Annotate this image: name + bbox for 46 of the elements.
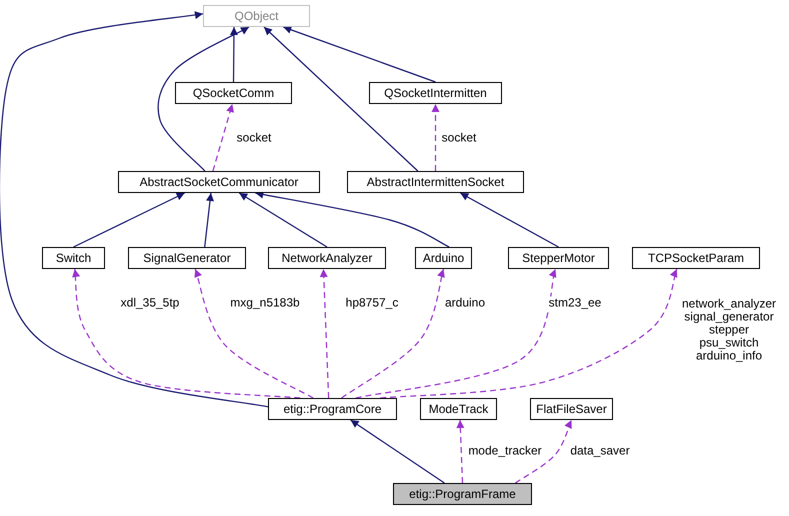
class-box: QObject — [203, 5, 310, 27]
class-box: Arduino — [415, 247, 472, 269]
class-box: ModeTrack — [420, 398, 497, 420]
dashed-arrow — [380, 268, 678, 399]
edge-label: mxg_n5183b — [229, 296, 301, 310]
edge-label: socket — [440, 132, 478, 144]
arrow — [350, 420, 445, 484]
edge-label: xdl_35_5tp — [120, 296, 180, 310]
class-box: StepperMotor — [508, 247, 609, 269]
arrow — [73, 192, 185, 248]
edge-label: stm23_ee — [548, 296, 602, 310]
dashed-arrow — [212, 104, 234, 172]
edge-label: mode_tracker — [467, 444, 543, 458]
arrow — [204, 192, 214, 248]
class-box: FlatFileSaver — [530, 398, 613, 420]
arrow — [238, 192, 328, 248]
edge-label: network_analyzer signal_generator stepper psu_switch arduino_info — [680, 298, 778, 362]
dashed-arrow — [194, 268, 314, 399]
dashed-arrow — [72, 268, 300, 399]
dashed-arrow — [456, 420, 464, 484]
dashed-arrow — [320, 268, 330, 398]
arrow — [283, 26, 436, 83]
class-box: NetworkAnalyzer — [268, 247, 386, 269]
arrow — [264, 26, 418, 172]
arrow — [255, 190, 450, 248]
arrow — [230, 27, 238, 82]
class-box: AbstractSocketCommunicator — [118, 171, 320, 193]
dashed-arrow — [514, 420, 572, 484]
class-box: SignalGenerator — [128, 247, 246, 269]
class-box: QSocketComm — [175, 82, 292, 104]
class-box: AbstractIntermittenSocket — [347, 171, 524, 193]
class-box: etig::ProgramCore — [268, 398, 397, 420]
class-box: TCPSocketParam — [632, 247, 760, 269]
class-box: Switch — [42, 247, 105, 269]
arrow — [0, 11, 268, 408]
class-box: etig::ProgramFrame — [393, 483, 532, 505]
class-box: QSocketIntermitten — [369, 82, 502, 104]
edge-label: arduino — [444, 296, 486, 310]
dashed-arrow — [356, 268, 558, 399]
edge-label: socket — [236, 132, 272, 144]
dashed-arrow — [432, 104, 440, 171]
edge-label: data_saver — [569, 444, 631, 458]
arrow — [158, 26, 250, 172]
edge-label: hp8757_c — [344, 296, 400, 310]
dashed-arrow — [341, 268, 446, 398]
arrow — [460, 192, 559, 248]
